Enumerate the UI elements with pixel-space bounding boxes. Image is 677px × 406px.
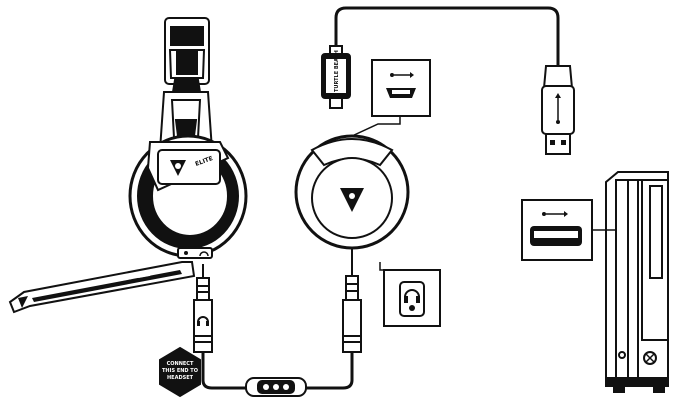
badge-line-1: CONNECT: [167, 361, 194, 367]
micro-usb-callout: [351, 59, 431, 137]
micro-usb-plug: TURTLE BEACH: [321, 45, 351, 109]
usb-amplifier: [294, 134, 410, 262]
usb-dongle-logo: TURTLE BEACH: [334, 50, 340, 92]
micro-usb-port-icon: [386, 88, 416, 98]
usb-cable: TURTLE BEACH: [321, 6, 575, 155]
badge-line-3: HEADSET: [167, 375, 194, 381]
headset: ELITE: [8, 17, 248, 314]
usb-a-plug: [541, 65, 575, 155]
boom-mic: [8, 261, 196, 314]
usb-icon: [390, 72, 414, 78]
usb-icon-plug: [555, 93, 561, 124]
headphone-jack-icon: [399, 281, 425, 317]
usb-icon-console: [542, 211, 568, 217]
ear-cup: ELITE: [128, 134, 248, 259]
headphone-jack-callout: [379, 262, 441, 327]
badge-line-2: THIS END TO: [162, 368, 198, 374]
turtle-beach-logo-icon: [170, 160, 186, 176]
console-usb-callout: [521, 199, 593, 261]
headphone-jack-icon-small: [199, 251, 209, 257]
inline-controller: [245, 352, 354, 397]
turtle-beach-logo-icon-amp: [340, 188, 364, 212]
connect-to-headset-badge: CONNECT THIS END TO HEADSET: [159, 346, 201, 398]
headset-cable: [193, 264, 250, 390]
headphone-icon: [197, 316, 209, 326]
headband: [158, 17, 214, 151]
xbox-button-icon: [643, 351, 657, 365]
console: [592, 171, 669, 393]
amp-cable-plug: [342, 255, 362, 353]
